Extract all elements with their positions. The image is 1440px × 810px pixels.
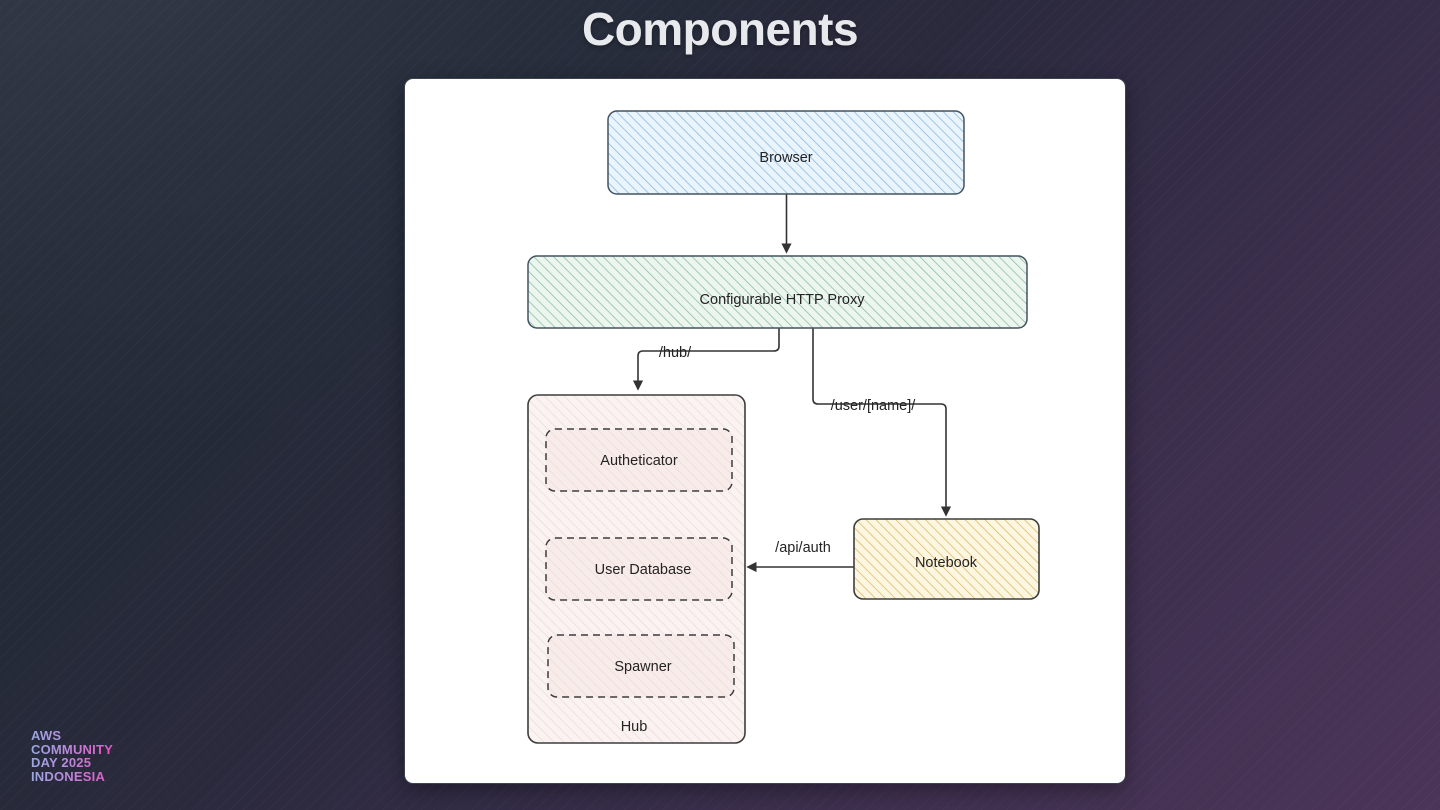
page-title: Components [581, 3, 859, 55]
node-configurable-http-proxy[interactable]: Configurable HTTP Proxy [527, 255, 1028, 329]
node-browser[interactable]: Browser [607, 110, 965, 195]
logo-line-community: COMMUNITY [31, 741, 113, 757]
edge-label-api-auth: /api/auth [775, 540, 831, 556]
node-autheticator[interactable]: Autheticator [545, 428, 733, 492]
edge-label-hub: /hub/ [659, 345, 692, 361]
node-notebook-shape[interactable] [853, 518, 1040, 600]
node-user-database-shape[interactable] [545, 537, 733, 601]
node-proxy-label: Configurable HTTP Proxy [700, 292, 866, 308]
node-autheticator-label: Autheticator [600, 453, 678, 469]
components-flowchart: /hub/ /user/[name]/ /api/auth Browser Co… [527, 110, 1040, 744]
edge-proxy-to-notebook: /user/[name]/ [812, 328, 952, 517]
event-logo: AWS COMMUNITY DAY 2025 INDONESIA [31, 729, 113, 783]
logo-line-indonesia: INDONESIA [31, 770, 113, 784]
edge-notebook-to-hub: /api/auth [746, 540, 855, 573]
node-browser-label: Browser [759, 150, 812, 166]
diagram-panel: /hub/ /user/[name]/ /api/auth Browser Co… [404, 78, 1126, 784]
node-user-database-label: User Database [595, 562, 692, 578]
node-spawner-label: Spawner [614, 659, 671, 675]
node-autheticator-shape[interactable] [545, 428, 733, 492]
node-spawner[interactable]: Spawner [547, 634, 735, 698]
logo-line-aws: AWS [31, 729, 113, 743]
node-notebook[interactable]: Notebook [853, 518, 1040, 600]
edge-proxy-to-hub: /hub/ [632, 328, 780, 391]
node-spawner-shape[interactable] [547, 634, 735, 698]
node-user-database[interactable]: User Database [545, 537, 733, 601]
node-hub[interactable]: Autheticator User Database Spawner Hub [527, 394, 746, 744]
node-proxy-shape[interactable] [527, 255, 1028, 329]
logo-line-day-2025: DAY 2025 [31, 756, 113, 770]
node-browser-shape[interactable] [607, 110, 965, 195]
node-notebook-label: Notebook [915, 555, 978, 571]
edge-label-user-name: /user/[name]/ [831, 398, 917, 414]
node-hub-label: Hub [621, 719, 648, 735]
